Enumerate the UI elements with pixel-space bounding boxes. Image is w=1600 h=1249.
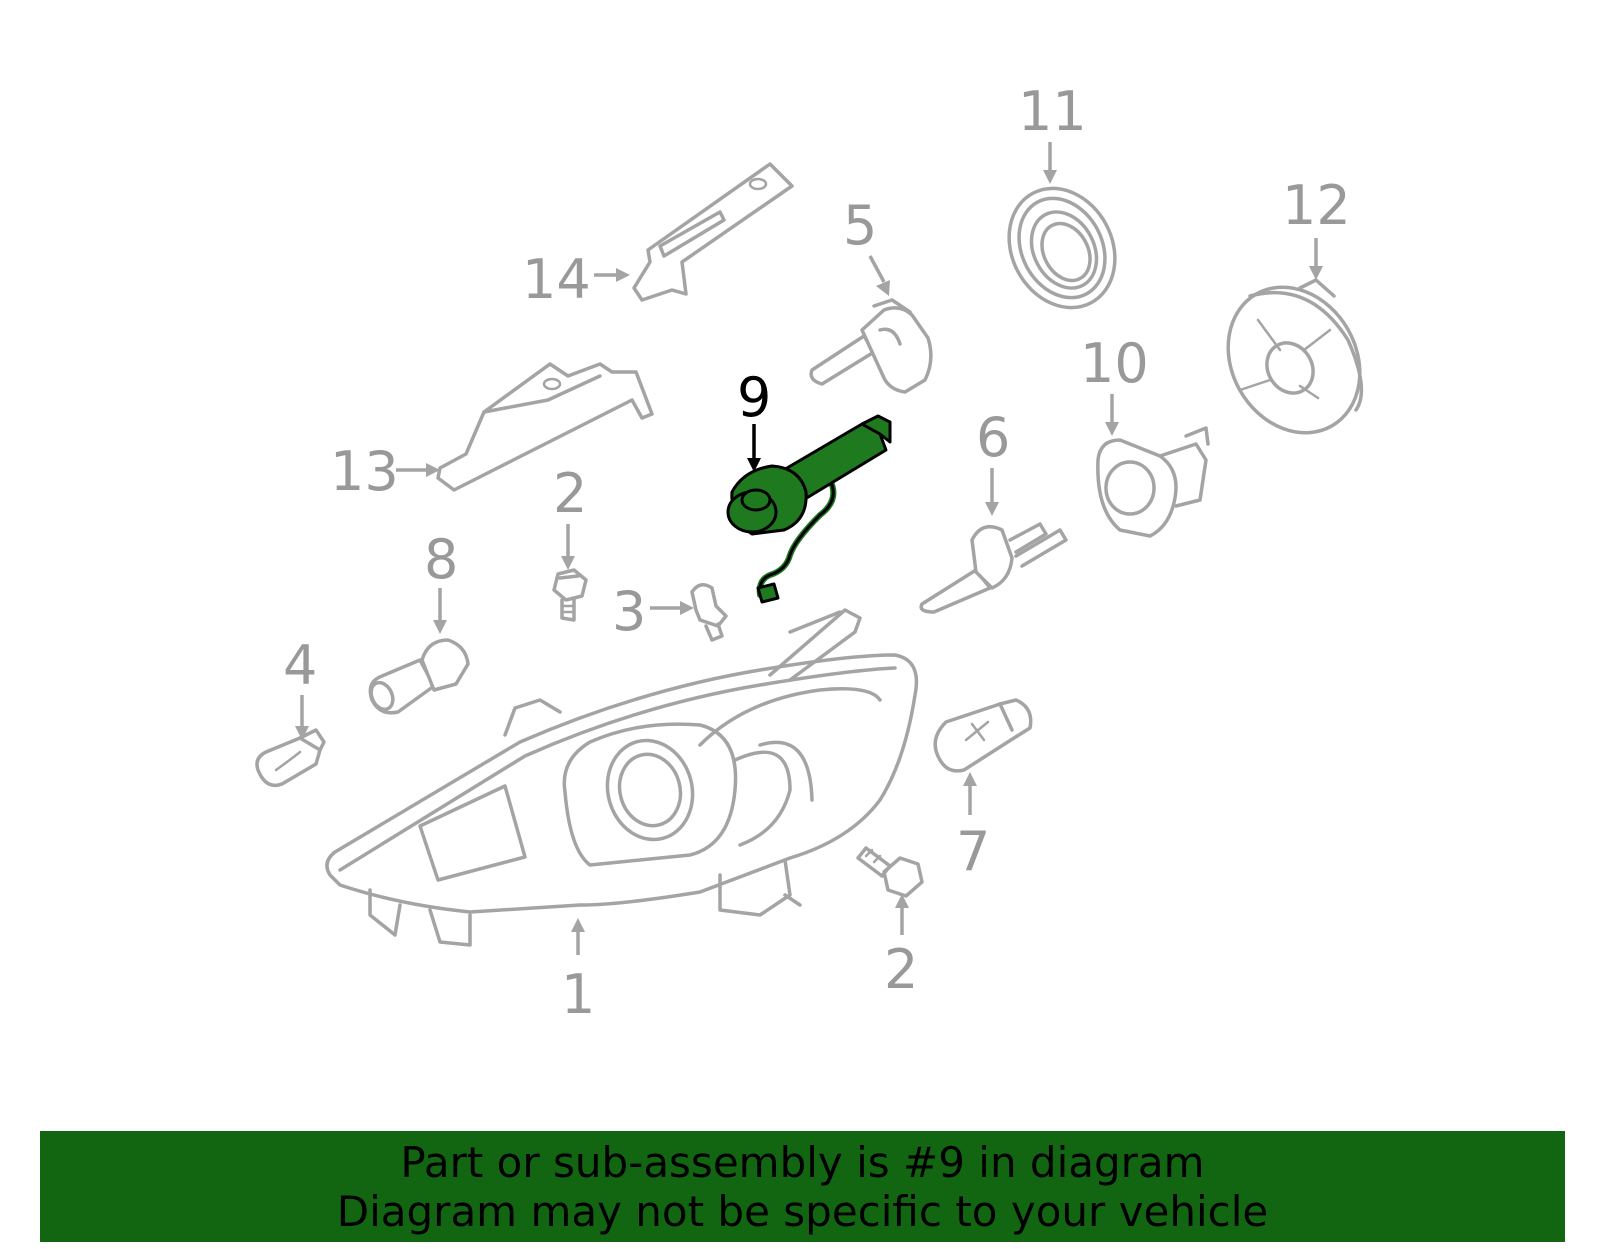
part-10-socket[interactable] [1096, 426, 1210, 538]
part-7-bulb[interactable] [933, 698, 1033, 773]
part-6-bulb[interactable] [919, 522, 1068, 614]
callout-10: 10 [1080, 332, 1149, 395]
part-1-headlamp-assembly[interactable] [325, 608, 919, 947]
callout-8: 8 [424, 528, 458, 591]
part-2-bolt-lower[interactable] [856, 846, 924, 898]
callout-13: 13 [330, 440, 399, 503]
part-11-seal-ring[interactable] [989, 170, 1136, 326]
callout-9-highlighted: 9 [737, 366, 771, 429]
part-2-bolt-upper[interactable] [552, 568, 588, 622]
part-5-bulb[interactable] [809, 298, 933, 394]
banner-line-1: Part or sub-assembly is #9 in diagram [400, 1138, 1205, 1187]
part-9-socket-harness-highlighted[interactable] [726, 414, 892, 604]
callout-3: 3 [612, 580, 646, 643]
callout-2-lower: 2 [884, 938, 918, 1001]
banner-line-2: Diagram may not be specific to your vehi… [336, 1187, 1269, 1236]
callout-6: 6 [976, 406, 1010, 469]
callout-12: 12 [1282, 174, 1351, 237]
part-14-bracket[interactable] [632, 162, 794, 302]
callout-4: 4 [283, 634, 317, 697]
info-banner: Part or sub-assembly is #9 in diagram Di… [40, 1131, 1565, 1242]
callout-arrows [295, 142, 1323, 955]
callout-11: 11 [1018, 80, 1087, 143]
part-4-wedge-bulb[interactable] [255, 728, 326, 788]
part-12-cover[interactable] [1202, 263, 1385, 457]
callout-2-upper: 2 [553, 462, 587, 525]
callout-14: 14 [522, 248, 591, 311]
part-13-bracket[interactable] [436, 362, 654, 492]
part-3-clip[interactable] [690, 583, 728, 642]
callout-7: 7 [956, 820, 990, 883]
callout-labels: 1 2 2 3 4 5 6 7 8 9 10 11 12 13 14 [283, 80, 1351, 1026]
callout-5: 5 [843, 194, 877, 257]
part-8-bulb-socket[interactable] [367, 638, 470, 715]
callout-1: 1 [561, 963, 595, 1026]
